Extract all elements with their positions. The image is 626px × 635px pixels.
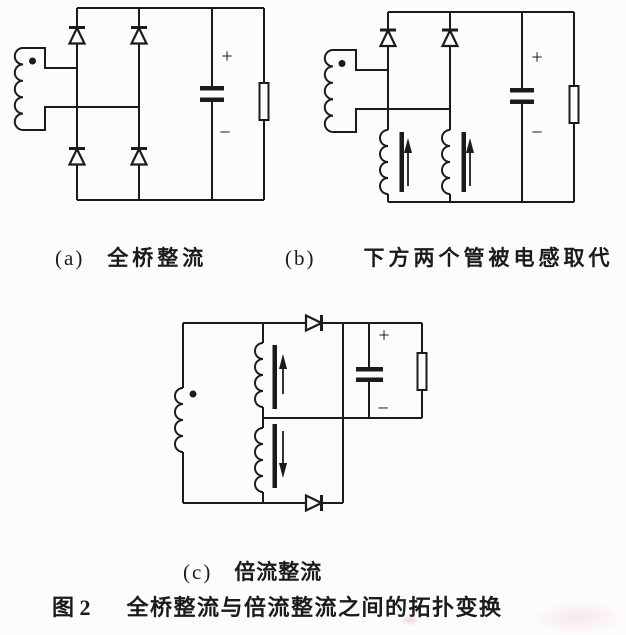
panel-c-index: (c) <box>183 560 213 584</box>
figure-caption: 图 2 全桥整流与倍流整流之间的拓扑变换 <box>52 597 503 619</box>
inductor-bar <box>272 345 277 409</box>
diode-top-right <box>440 27 460 48</box>
diode-bottom-right <box>129 146 149 166</box>
minus-sign: − <box>219 122 230 144</box>
plus-sign: + <box>221 46 232 68</box>
transformer-leads <box>23 47 139 131</box>
transformer-leads <box>333 49 450 133</box>
current-arrow-up <box>279 354 287 369</box>
inductor-upper <box>254 342 264 408</box>
capacitor-plate <box>356 367 383 372</box>
inductor-bar <box>272 424 277 488</box>
panel-a-index: (a) <box>55 246 85 270</box>
panel-b-title: 下方两个管被电感取代 <box>363 246 614 270</box>
capacitor-plate <box>200 97 224 102</box>
circuit-a-full-bridge: + − <box>13 7 270 201</box>
transformer-winding <box>13 47 24 131</box>
polarity-dot <box>338 60 346 67</box>
polarity-dot <box>29 57 36 65</box>
diode-top <box>304 313 325 333</box>
diode-top-left <box>67 25 87 45</box>
plus-sign: + <box>378 325 389 347</box>
polarity-dot <box>189 390 197 398</box>
panel-b-index: (b) <box>285 246 316 270</box>
panel-c-title: 倍流整流 <box>234 560 323 584</box>
circuit-b-inductor-replaced: + − <box>323 11 580 203</box>
current-arrow-down <box>279 463 287 478</box>
capacitor-plate <box>356 377 383 382</box>
panel-a-title: 全桥整流 <box>107 246 208 270</box>
wires <box>76 7 265 201</box>
transformer-winding <box>323 49 334 133</box>
diode-top-left <box>378 27 398 48</box>
inductor-lower <box>254 427 264 493</box>
inductor-bar <box>461 132 466 192</box>
capacitor-plate <box>200 86 224 91</box>
diode-bottom-left <box>67 146 87 166</box>
inductor-right <box>441 129 451 195</box>
diode-top-right <box>129 25 149 45</box>
current-arrow-up <box>466 138 474 153</box>
diode-bottom <box>304 493 325 513</box>
minus-sign: − <box>377 398 388 420</box>
panel-c-label: (c) 倍流整流 <box>183 562 322 583</box>
transformer-winding <box>174 387 184 453</box>
plus-sign: + <box>531 47 542 69</box>
load-resistor <box>258 82 270 121</box>
figure-number: 图 2 <box>52 595 91 620</box>
panel-a-label: (a) 全桥整流 <box>55 248 207 269</box>
current-arrow-up <box>404 138 412 153</box>
inductor-bar <box>399 132 404 192</box>
minus-sign: − <box>531 122 542 144</box>
load-resistor <box>416 352 428 391</box>
figure-caption-text: 全桥整流与倍流整流之间的拓扑变换 <box>126 595 503 620</box>
capacitor-plate <box>510 88 534 93</box>
panel-b-label: (b) 下方两个管被电感取代 <box>285 248 614 269</box>
wires <box>387 11 575 203</box>
load-resistor <box>568 85 580 124</box>
diode-cathode-bars <box>69 26 147 150</box>
capacitor-plate <box>510 99 534 104</box>
circuit-c-current-doubler: + − <box>174 313 428 513</box>
inductor-left <box>379 129 389 195</box>
